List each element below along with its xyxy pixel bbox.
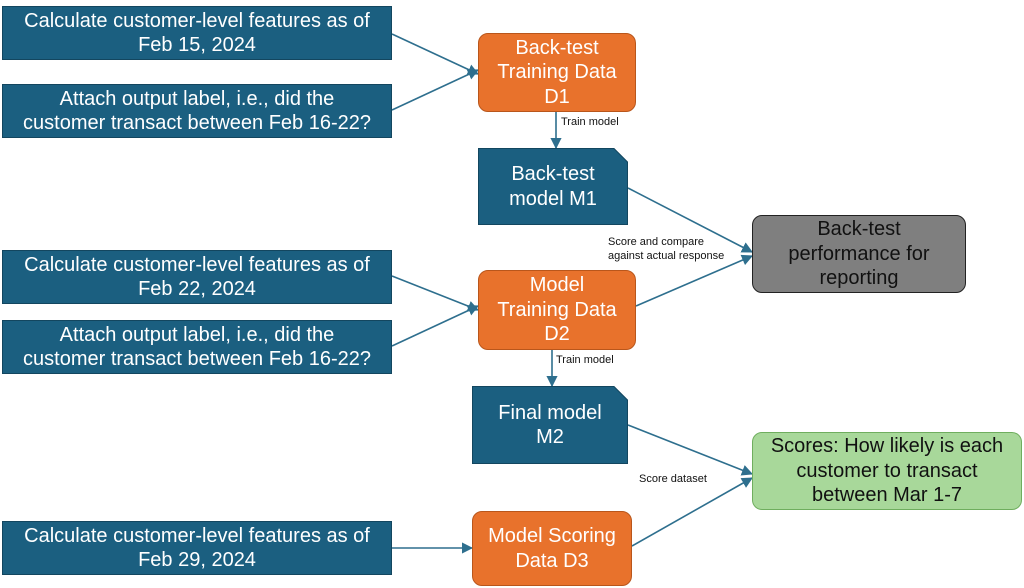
model-m2-label: Final model M2: [498, 401, 602, 448]
model-m1-shape: [478, 148, 628, 225]
arrow-features-feb22-to-d2: [391, 275, 480, 312]
model-node-m1: Back-test model M1: [478, 148, 628, 225]
input-features-feb15: Calculate customer-level features as of …: [2, 6, 392, 60]
model-m2-shape: [472, 386, 628, 464]
output-performance: Back-test performance for reporting: [752, 215, 966, 293]
arrow-m1-to-performance: [627, 187, 753, 253]
arrow-label2-to-d2: [391, 305, 480, 347]
output-scores: Scores: How likely is each customer to t…: [752, 432, 1022, 510]
arrow-m2-to-scores: [627, 424, 754, 476]
input-features-feb29: Calculate customer-level features as of …: [2, 521, 392, 575]
data-node-d2: Model Training Data D2: [478, 270, 636, 350]
edge-label-score-dataset: Score dataset: [639, 473, 707, 485]
arrow-d2-to-performance: [635, 254, 754, 307]
edge-label-train-1: Train model: [561, 116, 619, 128]
model-node-m2: Final model M2: [472, 386, 628, 464]
model-m1-label: Back-test model M1: [509, 163, 597, 210]
arrow-label1-to-d1: [391, 69, 480, 111]
data-node-d3: Model Scoring Data D3: [472, 511, 632, 586]
arrow-features-feb15-to-d1: [391, 33, 480, 75]
input-label-2: Attach output label, i.e., did the custo…: [2, 320, 392, 374]
input-features-feb22: Calculate customer-level features as of …: [2, 250, 392, 304]
input-label-1: Attach output label, i.e., did the custo…: [2, 84, 392, 138]
edge-label-score-compare: Score and compare against actual respons…: [608, 236, 725, 262]
arrow-d3-to-scores: [631, 477, 753, 547]
data-node-d1: Back-test Training Data D1: [478, 33, 636, 112]
edge-label-train-2: Train model: [556, 354, 614, 366]
